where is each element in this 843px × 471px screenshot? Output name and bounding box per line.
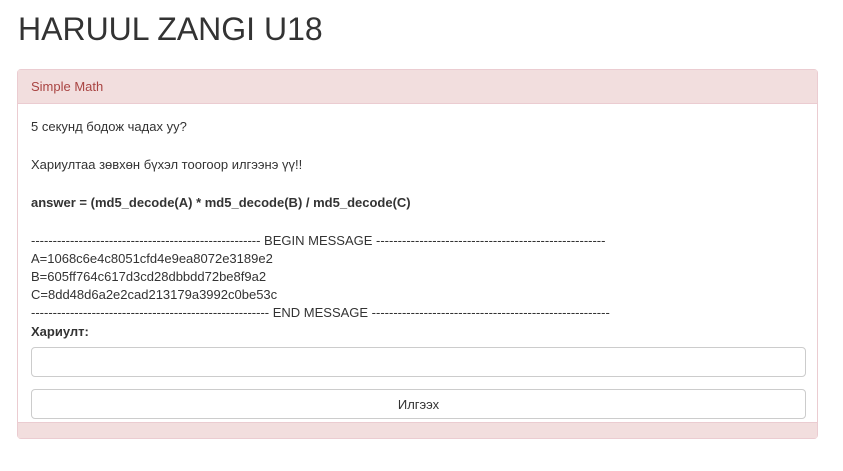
panel-heading: Simple Math	[18, 70, 817, 104]
end-message-line: ----------------------------------------…	[31, 305, 610, 320]
answer-label: Хариулт:	[31, 324, 89, 339]
submit-button[interactable]: Илгээх	[31, 389, 806, 419]
challenge-panel: Simple Math 5 секунд бодож чадах уу? Хар…	[17, 69, 818, 439]
formula-text: answer = (md5_decode(A) * md5_decode(B) …	[31, 195, 411, 210]
instruction-text: Хариултаа зөвхөн бүхэл тоогоор илгээнэ ү…	[31, 157, 303, 172]
panel-footer	[18, 422, 817, 438]
value-c: C=8dd48d6a2e2cad213179a3992c0be53c	[31, 287, 278, 302]
answer-input[interactable]	[31, 347, 806, 377]
page-title: HARUUL ZANGI U18	[18, 11, 323, 47]
value-a: A=1068c6e4c8051cfd4e9ea8072e3189e2	[31, 251, 273, 266]
begin-message-line: ----------------------------------------…	[31, 233, 606, 248]
panel-body: 5 секунд бодож чадах уу? Хариултаа зөвхө…	[18, 104, 817, 419]
question-text: 5 секунд бодож чадах уу?	[31, 119, 187, 134]
value-b: B=605ff764c617d3cd28dbbdd72be8f9a2	[31, 269, 267, 284]
